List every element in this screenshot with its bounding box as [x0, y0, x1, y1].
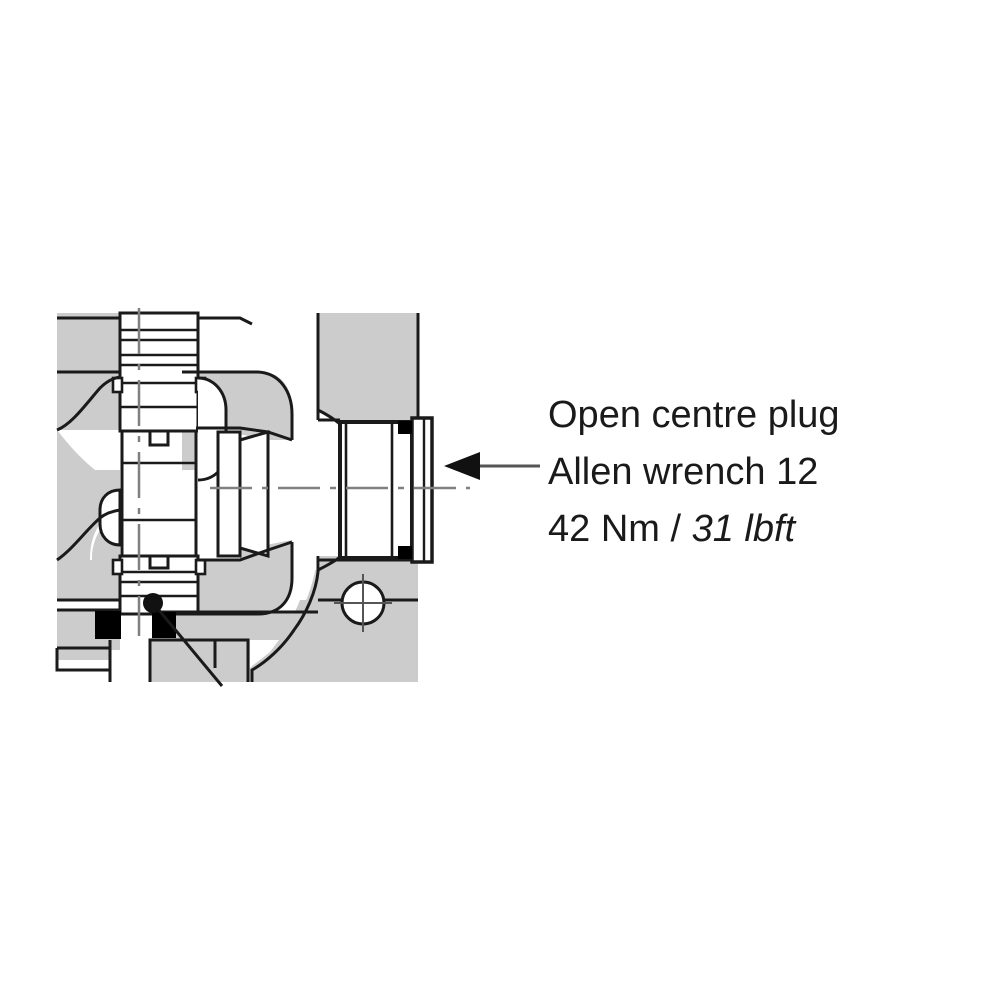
centerlines — [137, 308, 470, 636]
plug-flange — [410, 416, 434, 564]
spool-end-shoulder — [216, 430, 270, 558]
o-ring-seal-upper — [398, 421, 412, 434]
callout-line-2: Allen wrench 12 — [548, 451, 818, 493]
lower-seals — [95, 611, 176, 639]
mounting-bolt-hole — [334, 574, 392, 632]
open-centre-plug — [317, 408, 434, 572]
callout-arrow — [444, 452, 540, 480]
casting-outlines — [55, 370, 320, 682]
callout-line-1: Open centre plug — [548, 394, 840, 436]
callout-text-block: Open centre plug Allen wrench 12 42 Nm /… — [548, 394, 840, 550]
leader-annotation — [143, 593, 224, 687]
callout-line-3: 42 Nm / 31 lbft — [548, 508, 797, 550]
torque-metric: 42 Nm / — [548, 508, 692, 550]
torque-imperial: 31 lbft — [692, 508, 797, 550]
o-ring-seal-lower — [398, 546, 412, 559]
